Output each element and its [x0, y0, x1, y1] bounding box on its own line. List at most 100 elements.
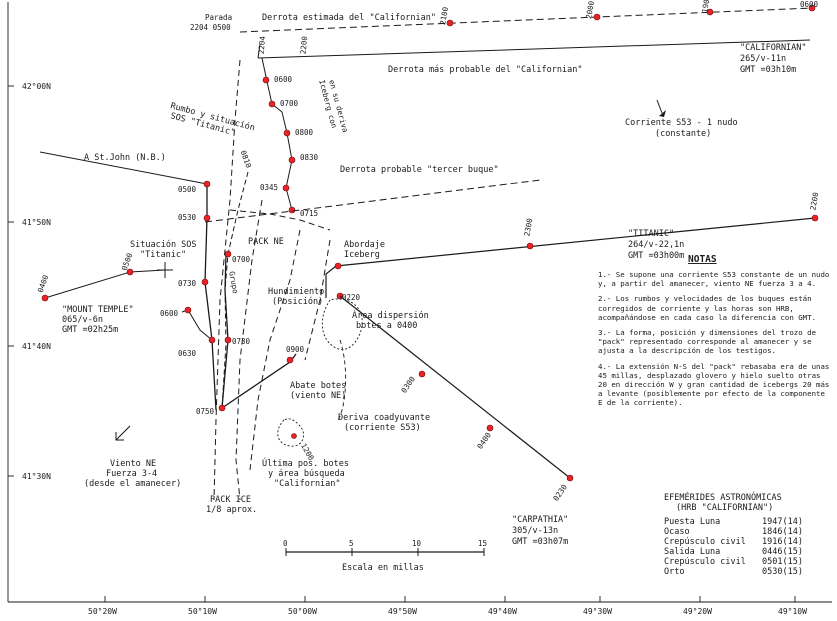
wind-label: Viento NE — [110, 459, 156, 469]
cv-time-0715: 0715 — [300, 209, 318, 218]
titanic-name: "TITANIC" — [628, 229, 674, 239]
titanic-time-2300: 2300 — [522, 217, 534, 237]
ephemeris-label: Crepúsculo civil — [664, 537, 746, 547]
cv-point-0800 — [283, 129, 291, 137]
mount-temple-gmt: GMT =02h25m — [62, 325, 118, 335]
st-time-0730: 0730 — [232, 337, 251, 346]
carpathia-point-0300 — [418, 370, 426, 378]
pack-ice-boundaries — [213, 59, 331, 501]
area-dispersion-label: Área dispersión — [352, 309, 429, 321]
time-label-2204: 2204 — [257, 35, 268, 54]
titanic-gmt: GMT =03h00m — [628, 251, 684, 261]
scale-tick-5: 5 — [349, 539, 354, 548]
cv-time-0800: 0800 — [295, 128, 314, 137]
scale-label: Escala en millas — [342, 563, 424, 573]
californian-probable-track: Derrota más probable del "Californian" 2… — [257, 35, 811, 75]
scale-tick-10: 10 — [412, 539, 422, 548]
pack-labels: PACK NE PACK ICE 1/8 aprox. — [206, 237, 284, 515]
titanic-time-2200: 2200 — [808, 191, 820, 211]
wind-label-3: (desde el amanecer) — [84, 479, 181, 489]
ephemeris-value: 0530(15) — [762, 567, 803, 577]
st-point-0730b — [224, 336, 232, 344]
abate-label: Abate botes — [290, 381, 346, 391]
californian-estimated-track: Derrota estimada del "Californian" Parad… — [190, 0, 819, 33]
scale-bar: 0 5 10 15 Escala en millas — [283, 539, 487, 573]
ephemeris-title: EFEMÉRIDES ASTRONÓMICAS — [664, 491, 782, 503]
st-point-0500 — [203, 180, 211, 188]
deriva-label: Deriva coadyuvante — [338, 413, 430, 423]
hundimiento-label-2: (Posición) — [272, 296, 323, 307]
californian-point-0600 — [808, 4, 816, 12]
ephemeris-label: Salida Luna — [664, 547, 720, 557]
californian-gmt: GMT =03h10m — [740, 65, 796, 75]
current-sublabel: (constante) — [655, 129, 711, 139]
titanic-point-2200 — [811, 214, 819, 222]
ephemeris-row: Orto 0530(15) — [664, 567, 803, 577]
cv-point-0700 — [268, 100, 276, 108]
note-1: 1.- Se supone una corriente S53 constant… — [598, 270, 830, 289]
st-time-0500: 0500 — [178, 185, 197, 194]
cv-point-0715 — [288, 206, 296, 214]
ephemeris-value: 1947(14) — [762, 517, 803, 527]
carpathia-name: "CARPATHIA" — [512, 515, 568, 525]
time-label-2000: 2000 — [584, 0, 596, 20]
abordaje-label: Abordaje — [344, 240, 385, 250]
abordaje-label-2: Iceberg — [344, 250, 380, 260]
lat-label-41-40: 41°40N — [22, 342, 51, 351]
ephemeris-label: Crepúsculo civil — [664, 557, 746, 567]
mt-time-0630: 0630 — [178, 349, 197, 358]
lon-label-49-40: 49°40W — [488, 607, 517, 616]
titanic-point-2300 — [526, 242, 534, 250]
cv-point-0900 — [286, 356, 294, 364]
cv-point-0600 — [262, 76, 270, 84]
time-label-1900: 1900 — [700, 0, 712, 14]
third-ship-track: Derrota probable "tercer buque" — [204, 165, 541, 223]
ultima-point — [291, 433, 297, 439]
current-annotation: Corriente S53 - 1 nudo (constante) — [625, 99, 738, 139]
mount-temple-course: 065/v-6n — [62, 315, 103, 325]
wind-label-2: Fuerza 3-4 — [106, 469, 157, 479]
mt-point-0630 — [208, 336, 216, 344]
lat-label-41-50: 41°50N — [22, 218, 51, 227]
st-point-0750 — [218, 404, 226, 412]
ephemeris-value: 1846(14) — [762, 527, 803, 537]
situacion-sos-label: Situación SOS — [130, 239, 197, 250]
carpathia-course: 305/v-13n — [512, 526, 558, 536]
grupo-label: Grupo — [227, 270, 240, 294]
cv-time-0600: 0600 — [274, 75, 293, 84]
cv-point-0830 — [288, 156, 296, 164]
current-label: Corriente S53 - 1 nudo — [625, 118, 738, 128]
note-3: 3.- La forma, posición y dimensiones del… — [598, 328, 817, 356]
latitude-labels: 42°00N 41°50N 41°40N 41°30N — [22, 82, 51, 481]
pack-ne-label: PACK NE — [248, 237, 284, 247]
lon-label-49-10: 49°10W — [778, 607, 807, 616]
pack-ice-label: PACK ICE — [210, 495, 251, 505]
lon-label-50-20: 50°20W — [88, 607, 117, 616]
ultima-label-3: "Californian" — [274, 479, 341, 489]
californian-ship-name: "CALIFORNIAN" — [740, 43, 807, 53]
ephemeris-value: 0446(15) — [762, 547, 803, 557]
ultima-label-2: y área búsqueda — [268, 469, 345, 479]
time-label-2200-probable: 2200 — [299, 35, 310, 54]
mt-time-0730: 0730 — [178, 279, 197, 288]
ephemeris-row: Crepúsculo civil 1916(14) — [664, 537, 803, 547]
ephemeris-row: Puesta Luna 1947(14) — [664, 517, 803, 527]
californian-course: 265/v-11n — [740, 54, 786, 64]
pack-route: 0700 0730 0750 0900 Grupo — [196, 171, 305, 416]
time-label-2100: 2100 — [438, 6, 450, 26]
mount-temple-name: "MOUNT TEMPLE" — [62, 305, 134, 315]
probable-track-label: Derrota más probable del "Californian" — [388, 65, 582, 75]
parada-label: Parada — [205, 13, 232, 22]
ephemeris-table: EFEMÉRIDES ASTRONÓMICAS (HRB "CALIFORNIA… — [664, 491, 803, 577]
ultima-label: Última pos. botes — [262, 457, 349, 469]
graticule — [7, 2, 832, 603]
titanic-point-abordaje — [334, 262, 342, 270]
ephemeris-value: 0501(15) — [762, 557, 803, 567]
californian-point-1900 — [706, 8, 714, 16]
st-point-0530 — [203, 214, 211, 222]
lon-label-49-50: 49°50W — [388, 607, 417, 616]
titanic-course: 264/v-22,1n — [628, 240, 684, 250]
mt-time-0600: 0600 — [160, 309, 179, 318]
